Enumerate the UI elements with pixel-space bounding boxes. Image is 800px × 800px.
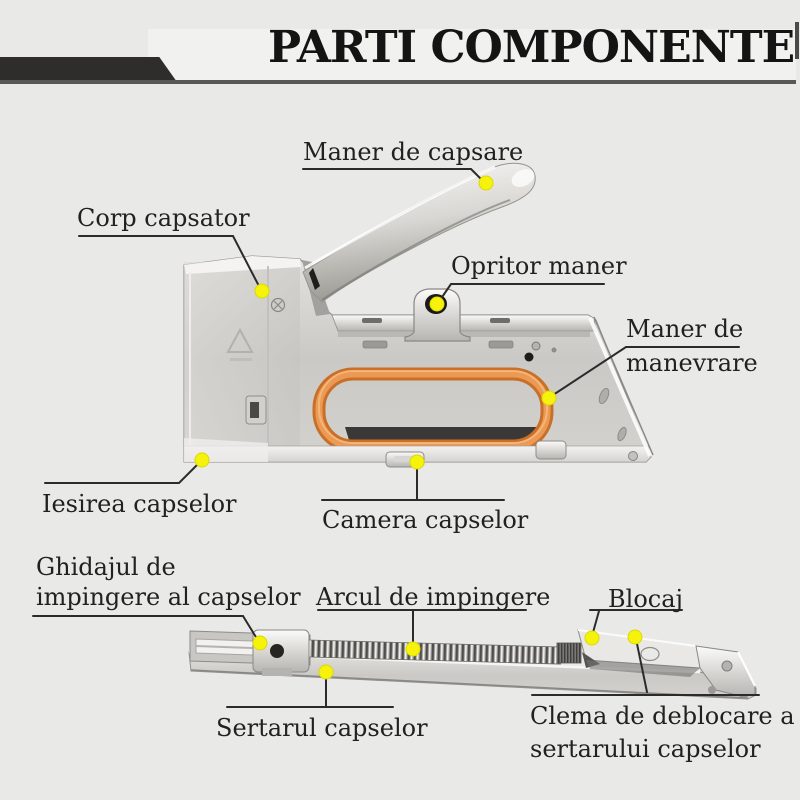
leader-maner-de-capsare: [302, 168, 487, 185]
marker-camera-capselor-dot: [409, 454, 425, 470]
label-maner-de-manevrare-line1: Maner de: [626, 315, 744, 343]
label-maner-de-manevrare-line2: manevrare: [626, 349, 758, 377]
label-ghidajul: Ghidajul de impingere al capselor: [36, 552, 301, 612]
label-ghidajul-line2: impingere al capselor: [36, 583, 301, 611]
leader-ghidajul: [32, 615, 260, 643]
marker-clema-dot: [627, 629, 643, 645]
marker-maner-de-manevrare-dot: [541, 390, 557, 406]
leader-arcul: [317, 609, 527, 648]
label-opritor-maner: Opritor maner: [451, 252, 627, 280]
label-corp-capsator: Corp capsator: [77, 204, 250, 232]
label-clema-line1: Clema de deblocare a: [530, 702, 795, 730]
marker-arcul-dot: [405, 641, 421, 657]
lever-arm: [302, 162, 536, 303]
marker-maner-de-capsare-dot: [478, 175, 494, 191]
marker-sertarul-dot: [318, 664, 334, 680]
leader-sertarul: [226, 678, 394, 708]
leader-clema: [531, 638, 760, 696]
top-right-edge-mark: [795, 22, 799, 59]
marker-iesirea-capselor-dot: [194, 452, 210, 468]
label-clema-line2: sertarului capselor: [530, 735, 761, 763]
label-camera-capselor: Camera capselor: [322, 506, 529, 534]
header-rule: [0, 80, 796, 84]
marker-corp-capsator-dot: [254, 283, 270, 299]
label-arcul-de-impingere: Arcul de impingere: [316, 583, 551, 611]
staple-slider-assembly: [188, 629, 757, 700]
leader-maner-de-manevrare: [549, 346, 740, 398]
label-ghidajul-line1: Ghidajul de: [36, 553, 176, 581]
label-clema: Clema de deblocare a sertarului capselor: [530, 700, 795, 766]
marker-blocaj-dot: [584, 630, 600, 646]
leader-iesirea-capselor: [44, 460, 202, 484]
leader-opritor-maner: [437, 283, 605, 304]
label-maner-de-capsare: Maner de capsare: [303, 138, 524, 166]
leader-camera-capselor: [321, 465, 505, 501]
marker-opritor-maner-dot: [429, 296, 445, 312]
staple-gun-body: [183, 162, 654, 468]
part-markers: [194, 175, 643, 680]
label-blocaj: Blocaj: [608, 585, 683, 613]
marker-ghidajul-dot: [252, 635, 268, 651]
leader-corp-capsator: [78, 235, 262, 291]
leader-lines: [32, 168, 760, 708]
header-banner-shape: [0, 57, 177, 82]
label-maner-de-manevrare: Maner de manevrare: [626, 312, 758, 380]
label-iesirea-capselor: Iesirea capselor: [42, 490, 237, 518]
slider-end-bracket: [695, 645, 756, 698]
title-highlight-band: [148, 29, 796, 81]
label-sertarul-capselor: Sertarul capselor: [216, 714, 428, 742]
